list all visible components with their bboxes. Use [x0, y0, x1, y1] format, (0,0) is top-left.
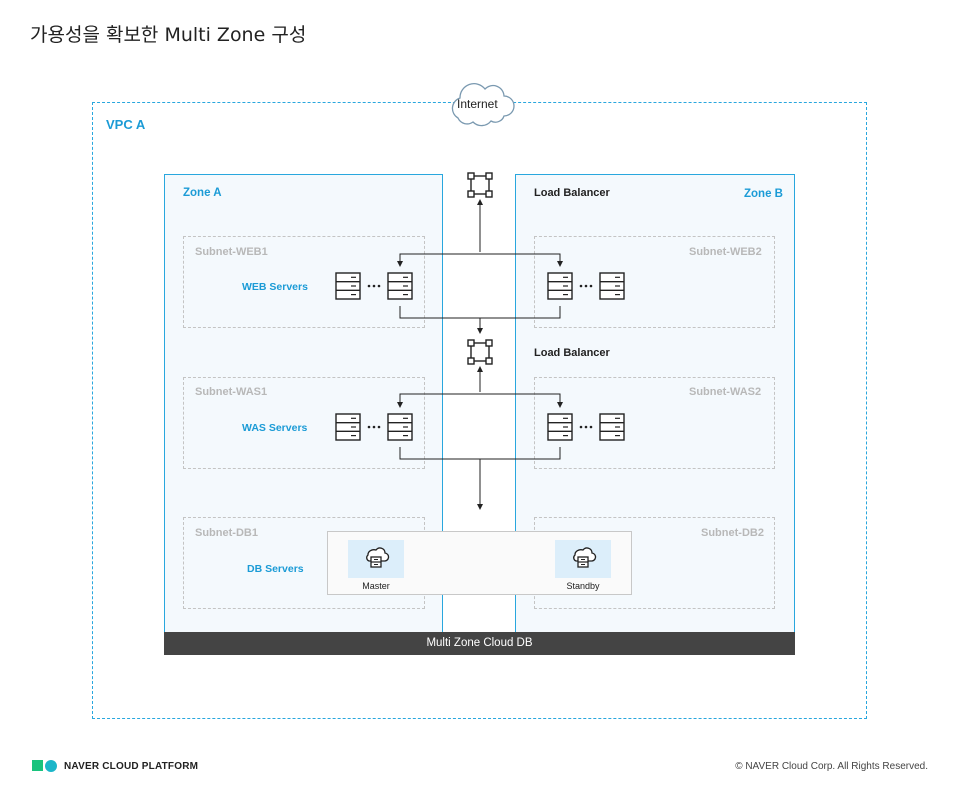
server-rack-icon — [387, 272, 413, 300]
db-standby-label: Standby — [566, 581, 600, 591]
subnet-web1 — [183, 236, 425, 328]
cloud-icon — [451, 83, 515, 127]
load-balancer-icon — [467, 172, 493, 198]
server-rack-icon — [599, 272, 625, 300]
subnet-was1 — [183, 377, 425, 469]
subnet-web1-label: Subnet-WEB1 — [195, 246, 268, 258]
server-rack-icon — [335, 272, 361, 300]
web-servers-label: WEB Servers — [242, 281, 308, 293]
load-balancer-web-label: Load Balancer — [534, 187, 610, 199]
subnet-was2 — [534, 377, 775, 469]
multi-zone-cloud-db-bar: Multi Zone Cloud DB — [164, 632, 795, 655]
zone-b-label: Zone B — [744, 188, 783, 200]
footer-brand: NAVER CLOUD PLATFORM — [64, 761, 199, 772]
footer-copyright: © NAVER Cloud Corp. All Rights Reserved. — [735, 761, 928, 772]
server-rack-icon — [599, 413, 625, 441]
subnet-web2-label: Subnet-WEB2 — [689, 246, 762, 258]
server-rack-icon — [335, 413, 361, 441]
internet-label: Internet — [457, 97, 498, 111]
was-servers-label: WAS Servers — [242, 422, 308, 434]
naver-logo-circle-icon — [45, 760, 57, 772]
subnet-db2-label: Subnet-DB2 — [701, 527, 764, 539]
naver-logo-square-icon — [32, 760, 43, 771]
db-server-icon — [573, 547, 597, 568]
vpc-label: VPC A — [106, 117, 146, 132]
subnet-web2 — [534, 236, 775, 328]
db-servers-label: DB Servers — [247, 563, 304, 575]
db-server-icon — [366, 547, 390, 568]
subnet-was2-label: Subnet-WAS2 — [689, 386, 762, 398]
ellipsis-icon — [367, 284, 593, 429]
db-master-label: Master — [362, 581, 390, 591]
server-rack-icon — [387, 413, 413, 441]
server-rack-icon — [547, 413, 573, 441]
load-balancer-was-label: Load Balancer — [534, 347, 610, 359]
load-balancer-icon — [467, 339, 493, 365]
page-title: 가용성을 확보한 Multi Zone 구성 — [30, 24, 307, 46]
subnet-was1-label: Subnet-WAS1 — [195, 386, 268, 398]
zone-a-label: Zone A — [183, 187, 222, 199]
arrow-icon — [397, 199, 563, 510]
subnet-db1-label: Subnet-DB1 — [195, 527, 258, 539]
server-rack-icon — [547, 272, 573, 300]
